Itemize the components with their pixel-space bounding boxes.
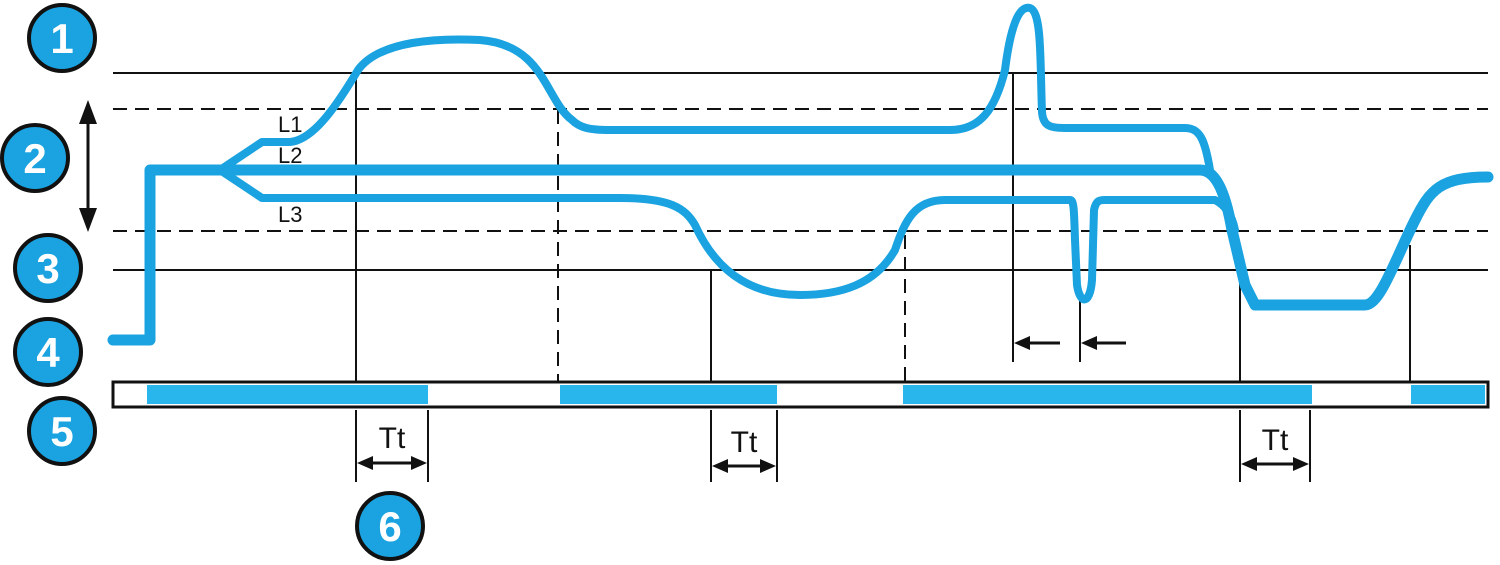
delay-arrows — [1014, 336, 1126, 350]
marker-5: 5 — [27, 396, 97, 466]
svg-text:3: 3 — [36, 245, 59, 292]
label-l2: L2 — [278, 143, 302, 168]
range-arrow — [79, 100, 97, 232]
svg-text:6: 6 — [378, 503, 401, 550]
marker-6: 6 — [355, 491, 425, 561]
marker-1: 1 — [27, 3, 97, 73]
tt-label-2: Tt — [731, 426, 758, 459]
trace-l1 — [216, 3, 1214, 174]
tt-label-3: Tt — [1262, 424, 1289, 457]
tt-brackets — [355, 410, 1311, 482]
svg-text:2: 2 — [23, 135, 46, 182]
marker-4: 4 — [13, 317, 83, 387]
label-l3: L3 — [278, 202, 302, 227]
signal-traces — [107, 3, 1494, 346]
trace-l3 — [216, 166, 1239, 304]
svg-text:1: 1 — [50, 15, 73, 62]
status-bar — [111, 380, 1490, 409]
svg-text:5: 5 — [50, 408, 73, 455]
marker-2: 2 — [0, 123, 70, 193]
svg-text:4: 4 — [36, 329, 60, 376]
tt-arrows — [357, 456, 1309, 473]
marker-3: 3 — [13, 233, 83, 303]
event-lines — [355, 73, 1411, 382]
tt-label-1: Tt — [379, 422, 406, 455]
label-l1: L1 — [278, 112, 302, 137]
